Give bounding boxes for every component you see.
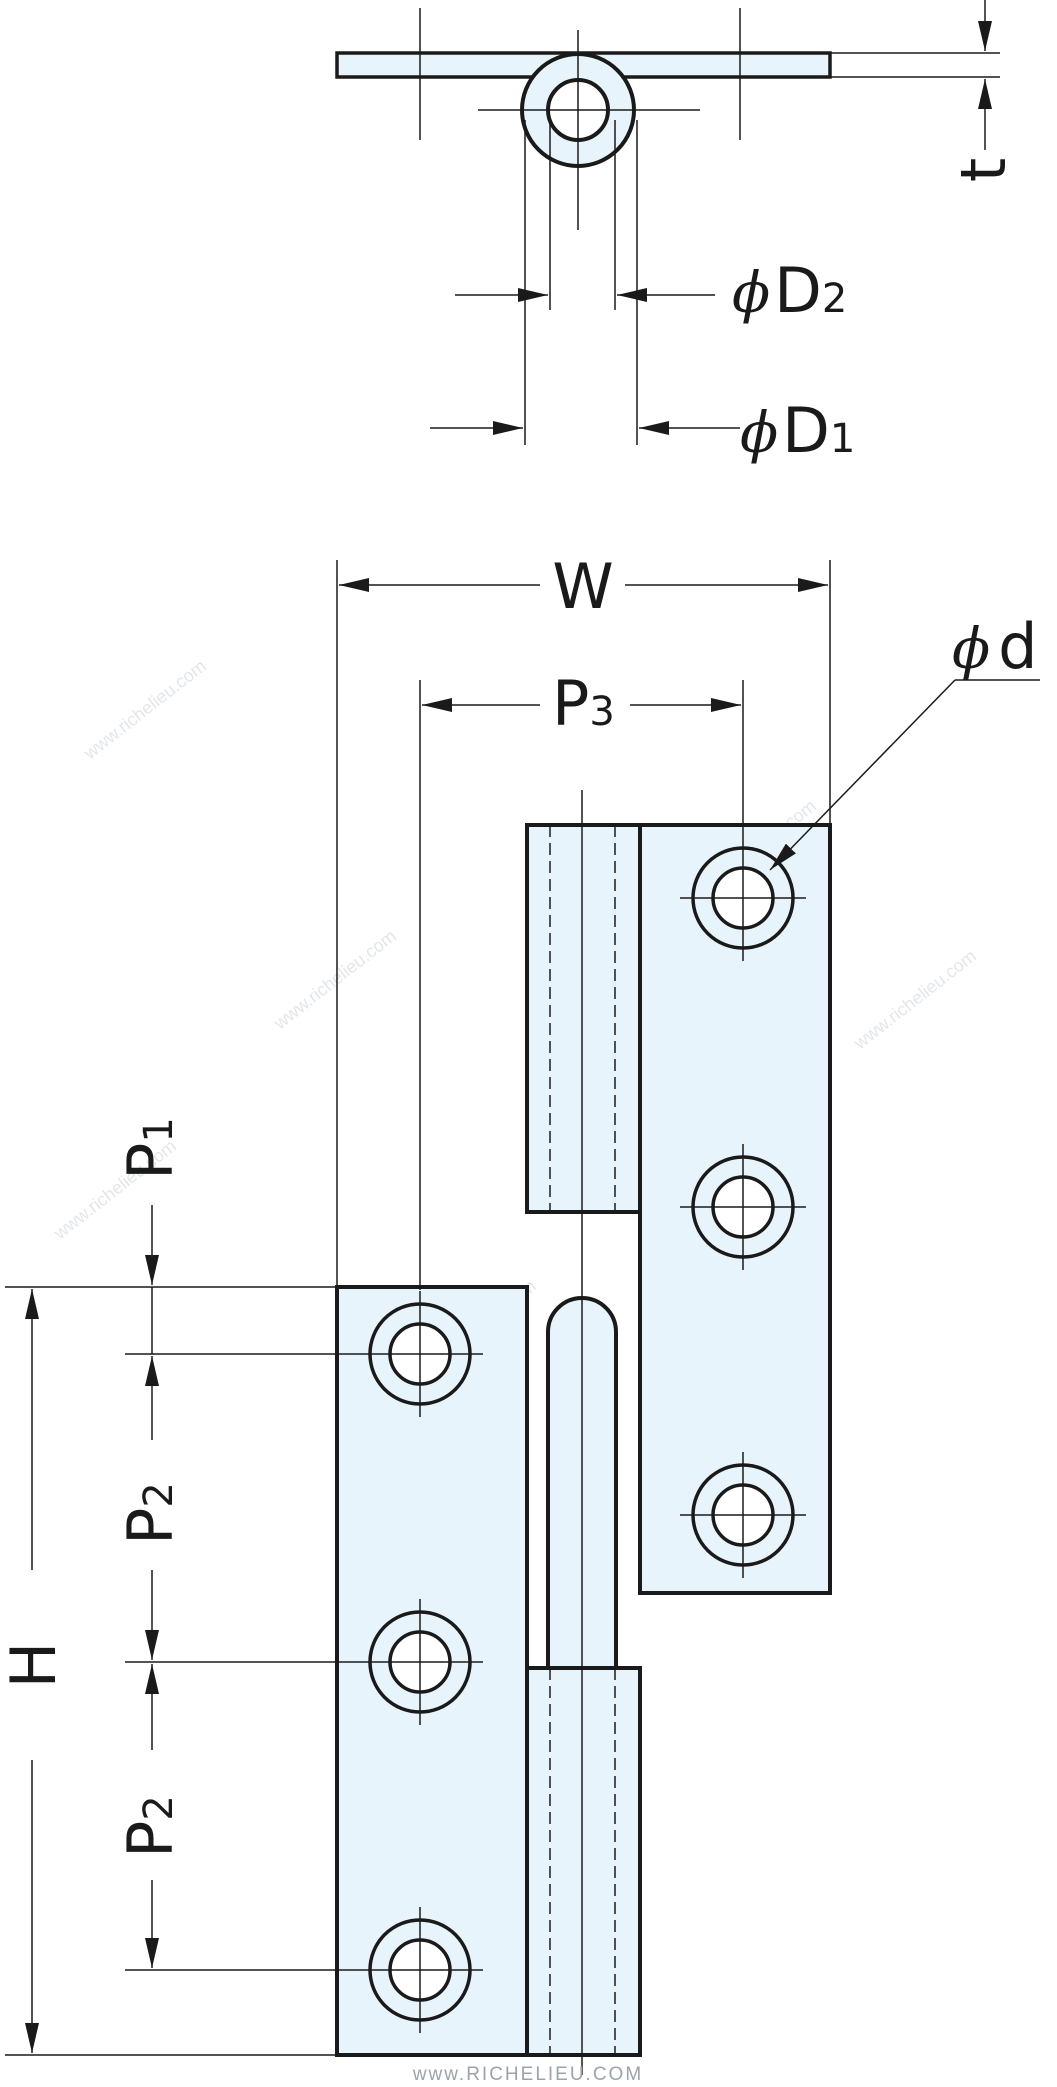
watermark: www.richelieu.com [849,946,980,1054]
lower-knuckle [525,1666,642,2057]
label-P3: P3 [552,667,615,740]
label-P2-lower: P2 [114,1795,187,1858]
front-view [335,790,832,2075]
top-view [335,0,1000,445]
footer-url: www.RICHELIEU.COM [412,2064,643,2085]
label-P1: P1 [114,1117,187,1180]
label-t: t [947,158,1020,182]
hole-right-3 [680,1452,806,1578]
label-phi-D1: ϕD1 [740,394,855,467]
hole-left-1 [357,1291,483,1417]
upper-knuckle [525,823,642,1214]
label-H: H [0,1642,70,1689]
label-W: W [552,550,613,623]
hole-right-1 [680,835,806,961]
dimension-lines [5,560,1040,2056]
watermark: www.richelieu.com [269,926,400,1034]
hole-left-2 [357,1599,483,1725]
label-P2-upper: P2 [114,1482,187,1545]
watermark: www.richelieu.com [79,656,210,764]
hole-left-3 [357,1907,483,2033]
hole-right-2 [680,1144,806,1270]
holes [357,835,806,2033]
label-phi-D2: ϕD2 [732,254,847,327]
